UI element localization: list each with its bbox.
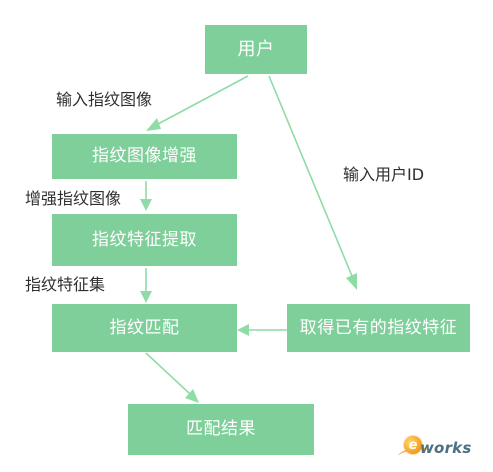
arrow-head-user-to-enhance xyxy=(146,118,161,131)
feature-set-label: 指纹特征集 xyxy=(25,275,106,294)
arrow-head-match-to-result xyxy=(185,389,199,403)
enhanced-image-label: 增强指纹图像 xyxy=(25,189,122,208)
eworks-watermark: e works xyxy=(397,434,484,463)
watermark-logo-icon: e xyxy=(404,436,422,454)
user-node: 用户 xyxy=(205,25,307,74)
result-node: 匹配结果 xyxy=(128,404,314,455)
arrow-head-fetch-to-match xyxy=(237,324,249,336)
arrow-head-enhance-to-extract xyxy=(140,199,152,211)
arrow-user-to-enhance xyxy=(157,75,249,125)
arrow-user-to-fetch xyxy=(268,75,353,277)
input-user-id-label: 输入用户ID xyxy=(343,165,425,184)
arrow-match-to-result xyxy=(145,352,191,395)
extract-node: 指纹特征提取 xyxy=(52,214,237,266)
match-node: 指纹匹配 xyxy=(52,304,237,352)
arrow-head-extract-to-match xyxy=(140,291,152,303)
fetch-node: 取得已有的指纹特征 xyxy=(287,304,470,352)
input-image-label: 输入指纹图像 xyxy=(56,90,153,109)
enhance-node: 指纹图像增强 xyxy=(52,134,237,179)
arrow-head-user-to-fetch xyxy=(346,273,357,290)
watermark-text: works xyxy=(420,439,472,457)
